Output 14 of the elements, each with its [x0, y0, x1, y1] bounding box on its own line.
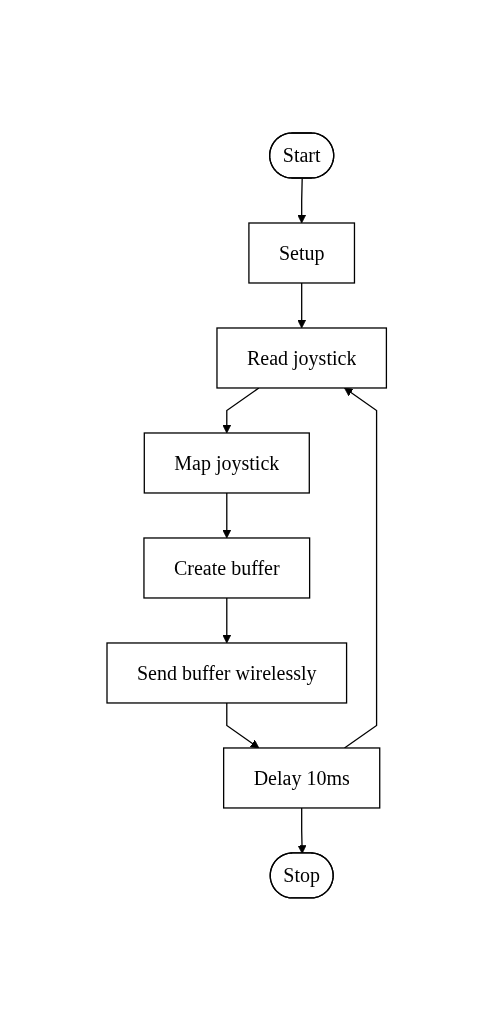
node-box: Read joystick — [216, 326, 388, 389]
node-box: Setup — [248, 221, 356, 284]
node-box: Delay 10ms — [223, 746, 381, 809]
arrow — [297, 281, 307, 328]
arrow — [297, 177, 307, 223]
arrow — [222, 596, 232, 643]
arrow — [297, 806, 307, 854]
arrow — [344, 387, 378, 749]
node-box: Map joystick — [143, 431, 311, 494]
node-box: Send buffer wirelessly — [106, 641, 348, 704]
arrow — [222, 386, 260, 433]
node-box: Create buffer — [143, 536, 311, 599]
arrow — [222, 491, 232, 538]
arrow — [226, 701, 260, 748]
